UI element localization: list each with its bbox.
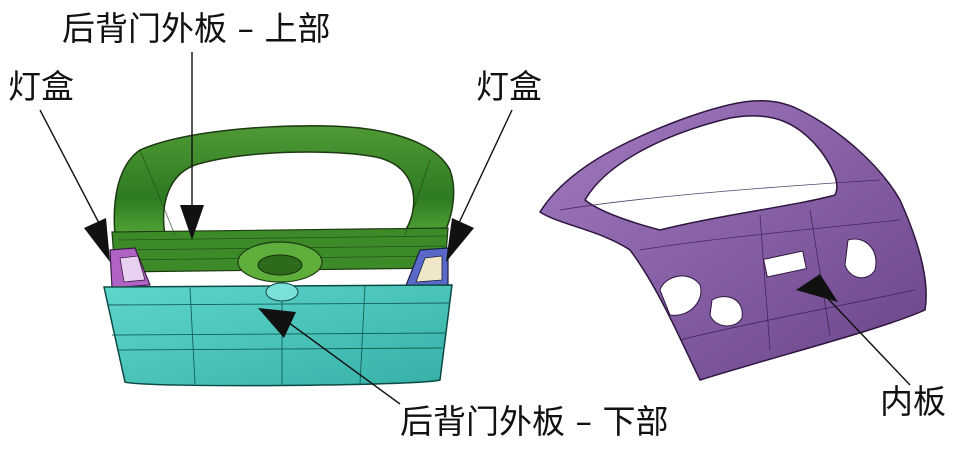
- label-lamp-box-right: 灯盒: [476, 67, 542, 106]
- arrow-lamp-left: [84, 218, 110, 262]
- upper-outer-panel: [111, 125, 455, 283]
- arrow-inner: [796, 274, 838, 302]
- arrow-upper: [180, 205, 204, 240]
- leader-lines: [39, 52, 911, 405]
- inner-panel: [538, 99, 927, 381]
- label-upper-outer-panel: 后背门外板 – 上部: [62, 9, 331, 48]
- lower-outer-panel: [103, 282, 453, 387]
- lamp-box-right: [404, 247, 449, 289]
- arrow-lamp-right: [446, 218, 474, 262]
- label-lamp-box-left: 灯盒: [8, 67, 74, 106]
- label-lower-outer-panel: 后背门外板 – 下部: [400, 402, 669, 441]
- lamp-box-left: [109, 247, 151, 289]
- label-inner-panel: 内板: [880, 382, 946, 421]
- arrowheads: [84, 205, 838, 338]
- arrow-lower: [258, 308, 296, 338]
